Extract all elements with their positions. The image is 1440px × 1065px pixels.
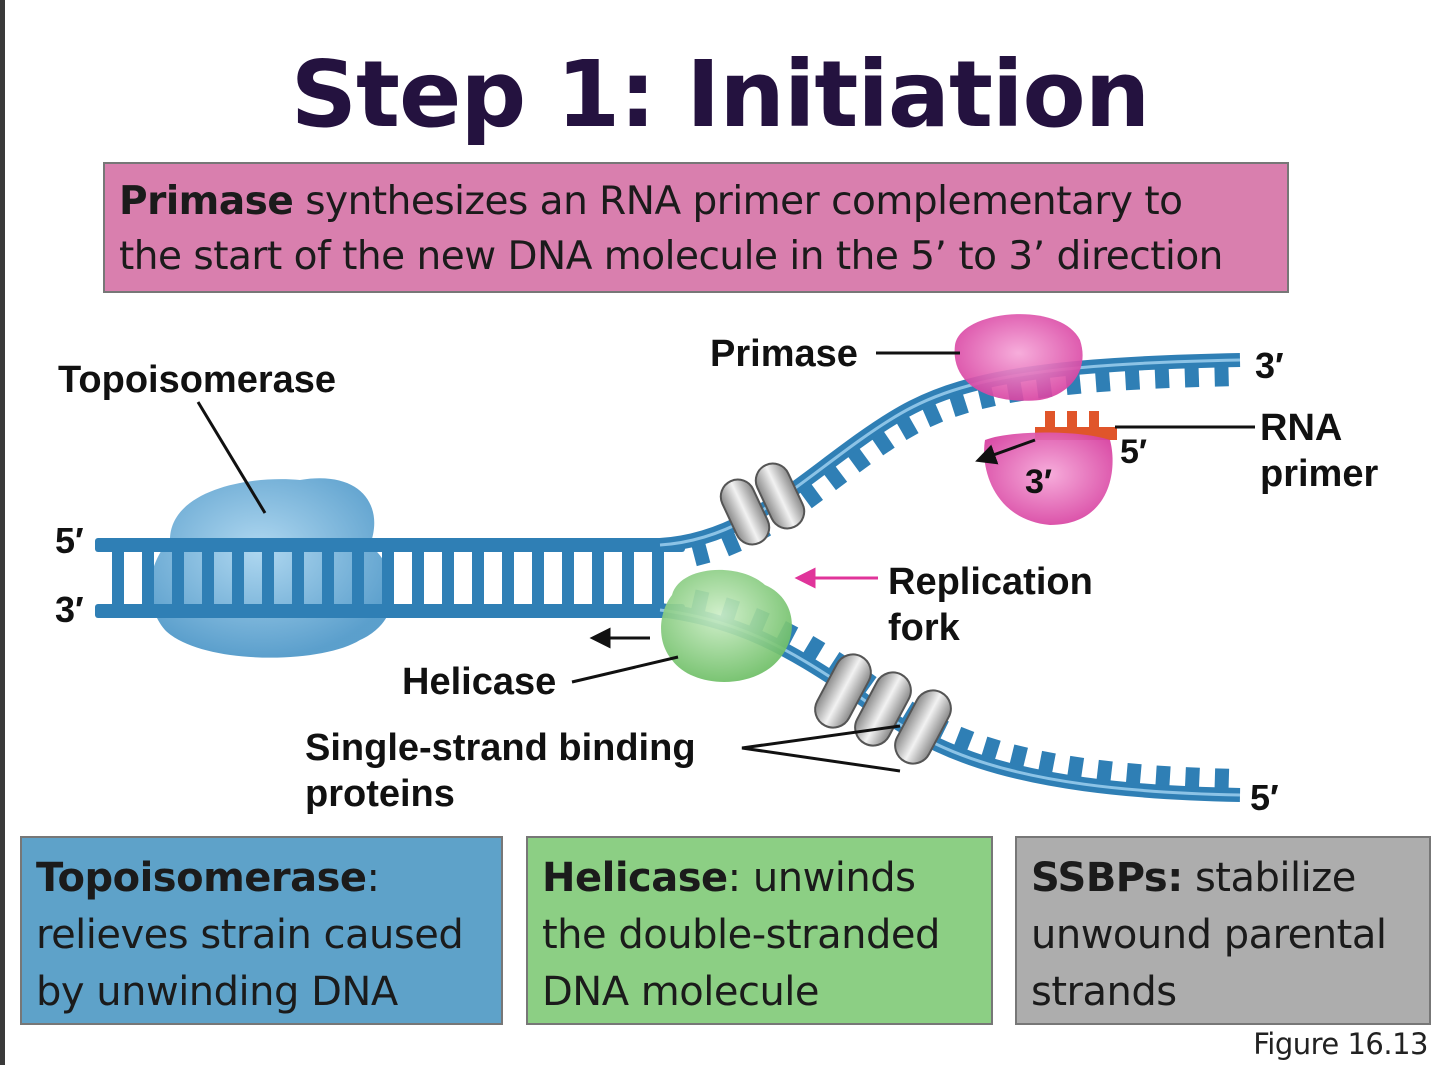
base-pair-rung — [172, 552, 184, 604]
double-strand-dna — [95, 538, 685, 618]
topoisomerase-description-box: Topoisomerase: relieves strain caused by… — [20, 836, 503, 1025]
ssbp-box-line3: strands — [1031, 969, 1177, 1015]
base-pair-rung — [232, 552, 244, 604]
heli-box-line1-text: : unwinds — [727, 855, 916, 901]
left-5-prime-label: 5′ — [55, 520, 84, 561]
strand-base — [1067, 755, 1085, 778]
primase-box-term: Primase — [119, 179, 294, 224]
strand-base — [1124, 369, 1141, 391]
topo-box-line2: relieves strain caused — [36, 912, 464, 958]
base-pair-rung — [292, 552, 304, 604]
replication-fork-label-line2: fork — [888, 607, 961, 649]
primer-5-prime-label: 5′ — [1120, 433, 1147, 471]
primase-description-box: Primase synthesizes an RNA primer comple… — [103, 162, 1289, 293]
ssbp-box-line1: SSBPs: stabilize — [1031, 850, 1415, 907]
topoisomerase-leader — [196, 401, 267, 514]
strand-base — [721, 532, 742, 557]
primer-3-prime-label: 3′ — [1025, 463, 1052, 501]
left-3-prime-label: 3′ — [55, 589, 84, 630]
rna-primer-label-line1: RNA — [1260, 407, 1342, 449]
base-pair-rung — [142, 552, 154, 604]
primase-label: Primase — [710, 333, 858, 375]
replication-fork-label-line1: Replication — [888, 561, 1093, 603]
strand-base — [871, 431, 895, 456]
base-pair-rung — [442, 552, 454, 604]
replication-diagram: Topoisomerase Primase Helicase Single-st… — [55, 314, 1378, 818]
primase-synthesis-arrow — [975, 438, 1036, 465]
helicase-enzyme — [661, 569, 792, 682]
strand-base — [1184, 367, 1200, 388]
base-pair-rung — [502, 552, 514, 604]
base-pair-rung — [352, 552, 364, 604]
strand-base — [847, 448, 871, 473]
ssbp-leader — [741, 724, 901, 773]
ssbp-label-line1: Single-strand binding — [305, 727, 696, 769]
top-right-3-prime-label: 3′ — [1255, 345, 1284, 386]
strand-base — [1184, 767, 1200, 788]
strand-base — [691, 543, 711, 567]
heli-box-line2: the double-stranded — [542, 912, 940, 958]
strand-base — [1095, 371, 1111, 393]
strand-base — [949, 393, 969, 417]
topo-box-line3: by unwinding DNA — [36, 969, 398, 1015]
base-pair-rung — [562, 552, 574, 604]
ssb-proteins-top — [719, 462, 806, 546]
topo-box-term: Topoisomerase — [36, 855, 367, 901]
strand-base — [1009, 744, 1028, 768]
topo-box-line1: Topoisomerase: — [36, 850, 487, 907]
ssbp-box-line1-text: stabilize — [1182, 855, 1356, 901]
ssbp-box-line2: unwound parental — [1031, 912, 1387, 958]
rna-primer-label-line2: primer — [1260, 453, 1378, 495]
base-pair-rung — [382, 552, 394, 604]
base-pair-rung — [622, 552, 634, 604]
heli-box-term: Helicase — [542, 855, 728, 901]
ssbp-box-term: SSBPs: — [1031, 855, 1183, 901]
bottom-right-5-prime-label: 5′ — [1250, 777, 1279, 818]
strand-base — [981, 736, 1001, 760]
base-pair-rung — [412, 552, 424, 604]
strand-base — [1154, 368, 1170, 389]
page-title: Step 1: Initiation — [290, 41, 1150, 148]
ssbp-label-line2: proteins — [305, 773, 455, 815]
helicase-leader — [571, 655, 679, 684]
strand-base — [1155, 765, 1171, 787]
strand-base — [803, 635, 826, 661]
strand-base — [1096, 759, 1113, 782]
strand-base — [896, 415, 919, 441]
heli-box-line1: Helicase: unwinds — [542, 850, 977, 907]
ssb-proteins-bottom — [814, 653, 952, 765]
strand-base — [1038, 750, 1056, 774]
helicase-label: Helicase — [402, 661, 556, 703]
base-pair-rung — [322, 552, 334, 604]
base-pair-rung — [202, 552, 214, 604]
strand-base — [1214, 366, 1229, 387]
topoisomerase-label: Topoisomerase — [58, 359, 336, 401]
ssbp-description-box: SSBPs: stabilize unwound parental strand… — [1015, 836, 1431, 1025]
primase-box-line2: the start of the new DNA molecule in the… — [119, 234, 1223, 279]
base-pair-rung — [112, 552, 124, 604]
strand-base — [953, 726, 975, 751]
base-pair-rung — [592, 552, 604, 604]
figure-label: Figure 16.13 — [1253, 1027, 1428, 1061]
strand-base — [1214, 768, 1230, 789]
primase-box-line1: Primase synthesizes an RNA primer comple… — [119, 174, 1273, 229]
primase-box-line1-text: synthesizes an RNA primer complementary … — [293, 179, 1183, 224]
base-pair-rung — [532, 552, 544, 604]
strand-base — [1125, 763, 1142, 785]
strand-base — [922, 403, 944, 428]
helicase-description-box: Helicase: unwinds the double-stranded DN… — [526, 836, 993, 1025]
left-edge-bar — [0, 0, 5, 1065]
strand-base — [823, 465, 848, 491]
base-pair-rung — [262, 552, 274, 604]
primase-enzyme — [954, 314, 1113, 525]
heli-box-line3: DNA molecule — [542, 969, 820, 1015]
base-pair-rung — [652, 552, 664, 604]
topo-box-colon: : — [366, 855, 380, 901]
strand-base — [799, 483, 824, 509]
base-pair-rung — [472, 552, 484, 604]
